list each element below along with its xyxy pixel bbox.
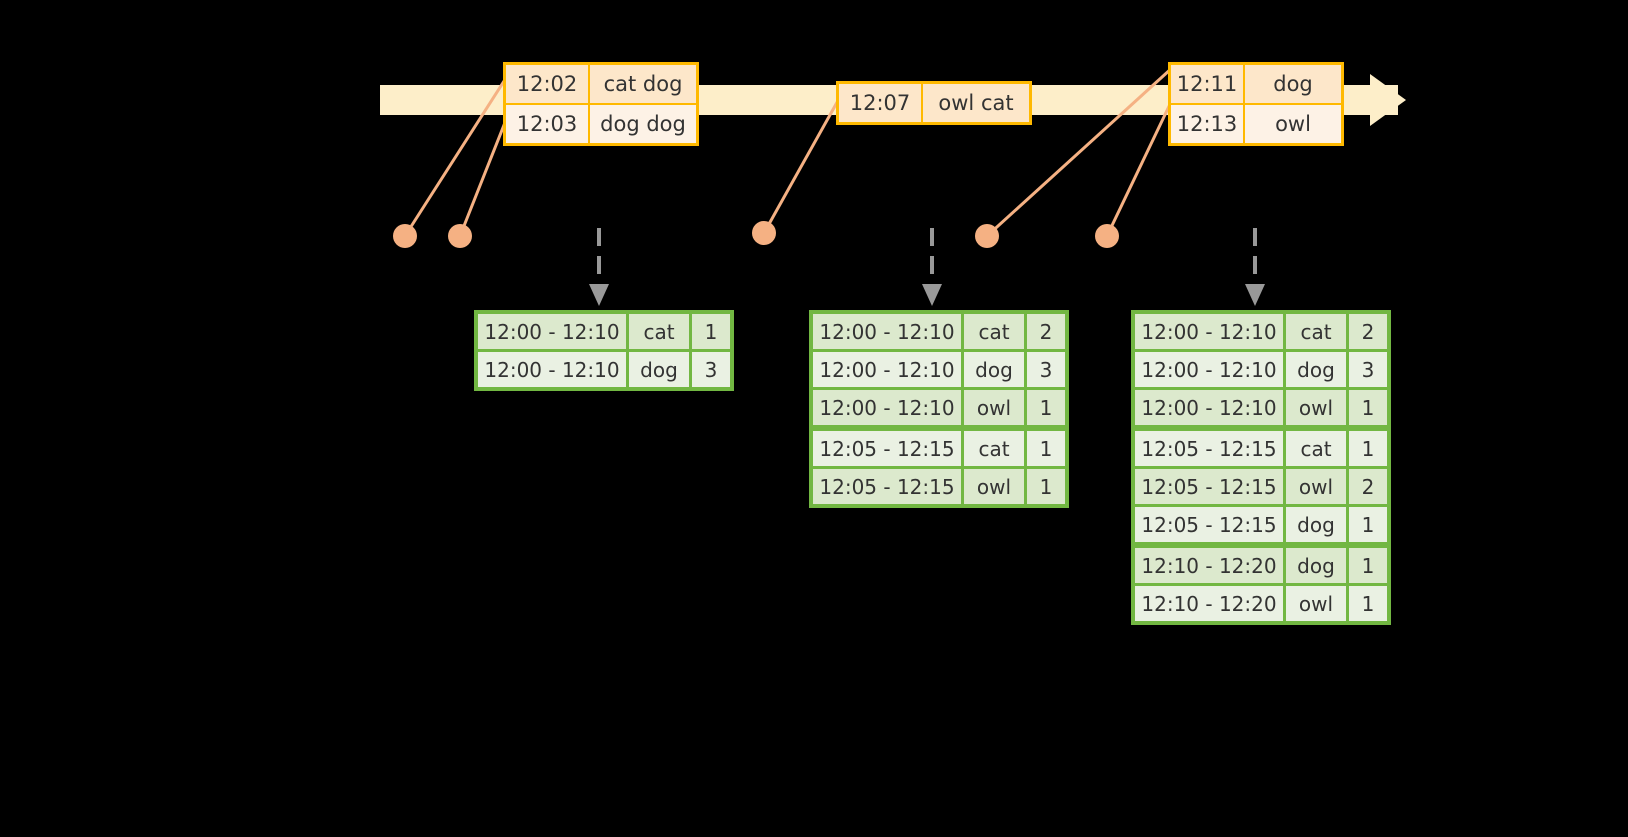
cell-count: 2 (1349, 469, 1387, 504)
cell-count: 1 (1349, 586, 1387, 621)
cell-window: 12:00 - 12:10 (813, 314, 961, 349)
cell-word: owl (1286, 586, 1346, 621)
event-text: owl (1245, 105, 1341, 143)
cell-window: 12:00 - 12:10 (1135, 390, 1283, 425)
connector-dot (393, 224, 417, 248)
event-box-3: 12:11 dog 12:13 owl (1168, 62, 1344, 146)
event-text: owl cat (923, 84, 1029, 122)
timeline-arrowhead-icon (1370, 74, 1406, 126)
cell-window: 12:10 - 12:20 (1135, 548, 1283, 583)
emit-arrow-2-icon (922, 228, 942, 306)
cell-count: 1 (1349, 507, 1387, 542)
emit-arrow-3-icon (1245, 228, 1265, 306)
cell-word: cat (964, 314, 1024, 349)
cell-word: owl (1286, 469, 1346, 504)
cell-window: 12:05 - 12:15 (1135, 507, 1283, 542)
cell-count: 1 (692, 314, 730, 349)
cell-window: 12:05 - 12:15 (813, 431, 961, 466)
cell-word: dog (1286, 352, 1346, 387)
cell-word: cat (1286, 314, 1346, 349)
cell-count: 3 (1027, 352, 1065, 387)
cell-window: 12:00 - 12:10 (1135, 314, 1283, 349)
cell-window: 12:00 - 12:10 (813, 390, 961, 425)
event-time: 12:02 (506, 65, 590, 103)
connector-dot (448, 224, 472, 248)
cell-word: owl (964, 469, 1024, 504)
event-box-2: 12:07 owl cat (836, 81, 1032, 125)
event-time: 12:13 (1171, 105, 1245, 143)
event-row: 12:07 owl cat (839, 84, 1029, 122)
event-row: 12:03 dog dog (506, 103, 696, 143)
cell-word: cat (1286, 431, 1346, 466)
event-row: 12:11 dog (1171, 65, 1341, 103)
cell-window: 12:00 - 12:10 (1135, 352, 1283, 387)
event-box-1: 12:02 cat dog 12:03 dog dog (503, 62, 699, 146)
event-row: 12:02 cat dog (506, 65, 696, 103)
event-text: cat dog (590, 65, 696, 103)
cell-window: 12:00 - 12:10 (813, 352, 961, 387)
cell-window: 12:05 - 12:15 (1135, 469, 1283, 504)
cell-window: 12:00 - 12:10 (478, 314, 626, 349)
cell-count: 1 (1027, 431, 1065, 466)
event-text: dog dog (590, 105, 696, 143)
event-row: 12:13 owl (1171, 103, 1341, 143)
cell-window: 12:05 - 12:15 (1135, 431, 1283, 466)
cell-count: 1 (1349, 431, 1387, 466)
cell-count: 3 (692, 352, 730, 387)
cell-word: cat (964, 431, 1024, 466)
cell-word: cat (629, 314, 689, 349)
cell-word: dog (964, 352, 1024, 387)
event-text: dog (1245, 65, 1341, 103)
cell-window: 12:10 - 12:20 (1135, 586, 1283, 621)
cell-count: 1 (1349, 390, 1387, 425)
cell-window: 12:00 - 12:10 (478, 352, 626, 387)
emit-arrow-1-icon (589, 228, 609, 306)
cell-count: 1 (1027, 469, 1065, 504)
connector-dot (752, 221, 776, 245)
cell-window: 12:05 - 12:15 (813, 469, 961, 504)
event-time: 12:03 (506, 105, 590, 143)
connector-dot (1095, 224, 1119, 248)
cell-count: 1 (1349, 548, 1387, 583)
cell-word: dog (1286, 548, 1346, 583)
cell-word: dog (1286, 507, 1346, 542)
cell-count: 1 (1027, 390, 1065, 425)
event-time: 12:11 (1171, 65, 1245, 103)
cell-word: dog (629, 352, 689, 387)
cell-count: 3 (1349, 352, 1387, 387)
connector-dot (975, 224, 999, 248)
cell-word: owl (1286, 390, 1346, 425)
cell-word: owl (964, 390, 1024, 425)
cell-count: 2 (1027, 314, 1065, 349)
event-time: 12:07 (839, 84, 923, 122)
cell-count: 2 (1349, 314, 1387, 349)
